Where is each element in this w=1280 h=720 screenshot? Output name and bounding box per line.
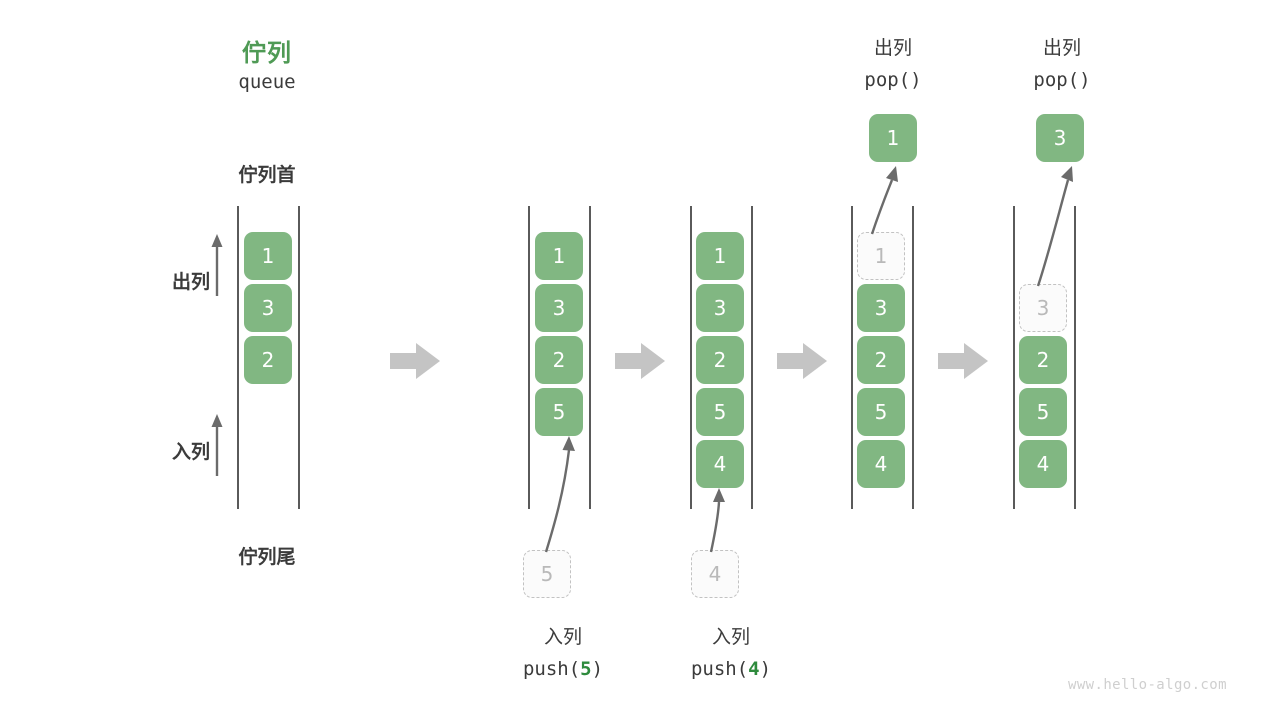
queue-node: 5	[1019, 388, 1067, 436]
dequeue-direction-label: 出列	[171, 271, 210, 293]
queue-node: 5	[696, 388, 744, 436]
pop-2-code-prefix: pop(	[1033, 69, 1080, 91]
queue-node: 3	[535, 284, 583, 332]
push-5-code-arg: 5	[580, 658, 592, 680]
queue-node: 1	[696, 232, 744, 280]
queue-node: 1	[535, 232, 583, 280]
stage-transition-arrow-icon	[390, 343, 440, 379]
queue-node: 3	[857, 284, 905, 332]
push-4-code-suffix: )	[759, 658, 772, 680]
push-5-label-cn: 入列	[543, 626, 582, 648]
diagram-title-cn: 佇列	[242, 39, 292, 67]
queue-rail-left	[690, 206, 692, 509]
queue-rail-left	[1013, 206, 1015, 509]
dequeue-direction-arrow-icon	[211, 234, 223, 296]
queue-node: 2	[857, 336, 905, 384]
pop-1-arrow-icon	[870, 166, 898, 235]
queue-node: 2	[244, 336, 292, 384]
queue-rail-right	[912, 206, 914, 509]
push-4-code-arg: 4	[748, 658, 760, 680]
queue-tail-label: 佇列尾	[238, 546, 296, 568]
queue-rail-right	[589, 206, 591, 509]
queue-node: 4	[857, 440, 905, 488]
pop-1-code-suffix: )	[910, 69, 922, 91]
push-4-label-cn: 入列	[711, 626, 750, 648]
push-4-label-code: push(4)	[651, 658, 811, 680]
stage-transition-arrow-icon	[938, 343, 988, 379]
incoming-element-ghost: 5	[523, 550, 571, 598]
queue-node: 3	[244, 284, 292, 332]
queue-node: 3	[696, 284, 744, 332]
push-5-code-prefix: push(	[522, 658, 581, 680]
popped-element: 1	[869, 114, 917, 162]
pop-2-label-cn: 出列	[1042, 37, 1081, 59]
queue-node: 2	[696, 336, 744, 384]
queue-node: 4	[1019, 440, 1067, 488]
queue-head-label: 佇列首	[238, 164, 296, 186]
incoming-element-ghost: 4	[691, 550, 739, 598]
diagram-title-en: queue	[238, 71, 296, 93]
popped-slot-ghost: 1	[857, 232, 905, 280]
queue-rail-right	[751, 206, 753, 509]
pop-2-label-code: pop()	[982, 69, 1142, 91]
pop-1-label-code: pop()	[813, 69, 973, 91]
queue-node: 5	[857, 388, 905, 436]
push-4-arrow-icon	[709, 488, 725, 553]
queue-rail-right	[1074, 206, 1076, 509]
pop-2-arrow-icon	[1036, 166, 1073, 287]
enqueue-direction-label: 入列	[171, 441, 210, 463]
push-5-arrow-icon	[544, 436, 575, 553]
queue-rail-left	[237, 206, 239, 509]
queue-rail-left	[528, 206, 530, 509]
queue-node: 2	[535, 336, 583, 384]
stage-transition-arrow-icon	[615, 343, 665, 379]
popped-slot-ghost: 3	[1019, 284, 1067, 332]
pop-1-label-cn: 出列	[873, 37, 912, 59]
stage-transition-arrow-icon	[777, 343, 827, 379]
push-5-label-code: push(5)	[483, 658, 643, 680]
enqueue-direction-arrow-icon	[211, 414, 223, 476]
push-5-code-suffix: )	[591, 658, 604, 680]
watermark: www.hello-algo.com	[1068, 677, 1227, 693]
queue-node: 2	[1019, 336, 1067, 384]
popped-element: 3	[1036, 114, 1084, 162]
pop-2-code-suffix: )	[1079, 69, 1091, 91]
queue-node: 1	[244, 232, 292, 280]
queue-rail-right	[298, 206, 300, 509]
push-4-code-prefix: push(	[690, 658, 749, 680]
pop-1-code-prefix: pop(	[864, 69, 911, 91]
queue-rail-left	[851, 206, 853, 509]
queue-node: 4	[696, 440, 744, 488]
queue-node: 5	[535, 388, 583, 436]
